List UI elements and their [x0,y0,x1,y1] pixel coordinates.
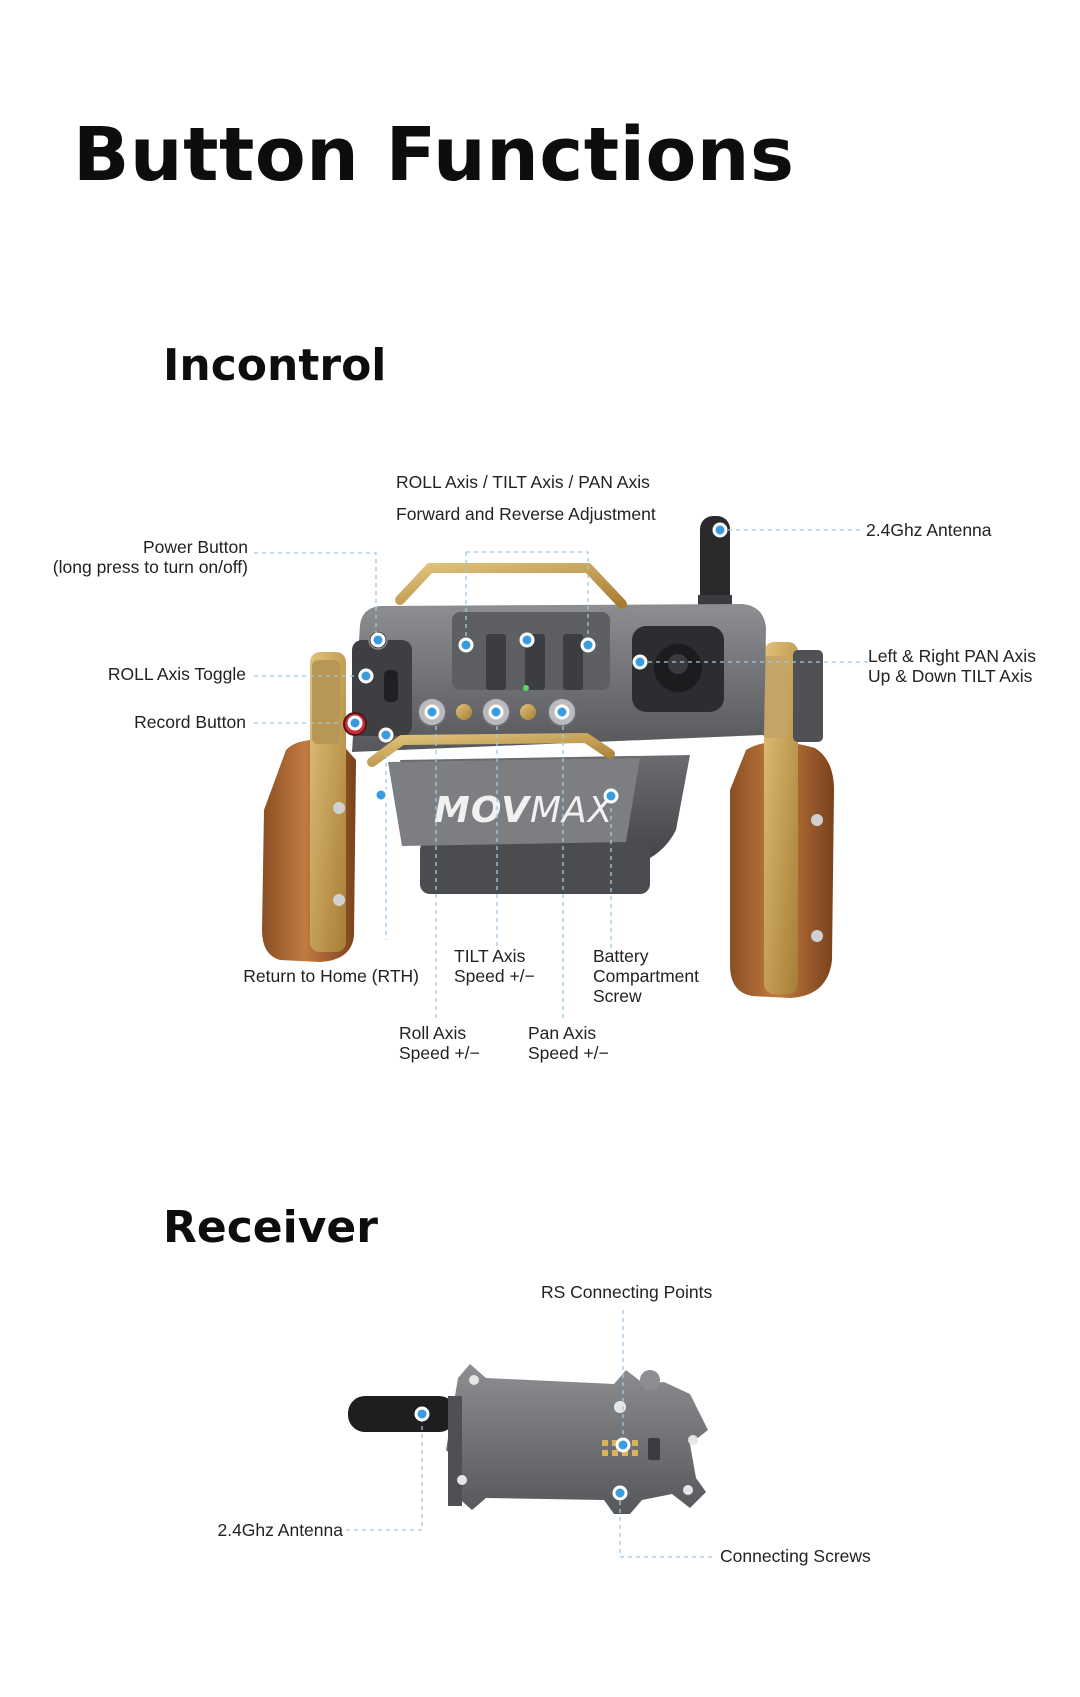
marker-pan-adjust [580,637,596,653]
label-battery-line3: Screw [593,986,642,1006]
marker-rth-screw [373,787,389,803]
label-axes-line1: ROLL Axis / TILT Axis / PAN Axis [396,472,650,492]
label-tilt-speed: TILT Axis Speed +/− [454,946,535,986]
top-brass-handle [395,563,627,609]
marker-roll-toggle [358,668,374,684]
label-axes-line2: Forward and Reverse Adjustment [396,504,656,524]
marker-tilt-speed [488,704,504,720]
label-pan-tilt-line2: Up & Down TILT Axis [868,666,1033,686]
left-switch-panel [352,640,412,736]
marker-rth [378,727,394,743]
label-pan-speed-line1: Pan Axis [528,1023,597,1043]
movmax-logo: MOVMAX [434,790,614,831]
label-power-line2: (long press to turn on/off) [52,557,248,577]
label-rth: Return to Home (RTH) [243,966,419,986]
leader-axes [465,551,589,640]
incontrol-heading: Incontrol [163,340,387,391]
label-power-line1: Power Button [142,537,248,557]
right-side-plate [793,650,823,742]
marker-antenna [712,522,728,538]
plate-hole [683,1485,693,1495]
marker-screws [612,1485,628,1501]
label-axes: ROLL Axis / TILT Axis / PAN Axis Forward… [396,472,656,524]
battery-compartment [420,840,650,894]
label-battery: Battery Compartment Screw [593,946,699,1006]
leader-power [254,552,377,640]
marker-tilt-adjust [519,632,535,648]
receiver-antenna [348,1396,456,1432]
incontrol-device: MOVMAX [262,516,834,998]
marker-record [347,715,363,731]
receiver-markers [414,1406,631,1501]
plate-hole [469,1375,479,1385]
marker-power [370,632,386,648]
grip-screw [811,930,823,942]
right-grip-wheel [762,656,788,738]
label-roll-speed: Roll Axis Speed +/− [399,1023,480,1063]
receiver-leader-lines [346,1310,712,1558]
label-tilt-speed-line1: TILT Axis [454,946,526,966]
front-plate [388,758,640,846]
label-roll-speed-line2: Speed +/− [399,1043,480,1063]
label-receiver-antenna: 2.4Ghz Antenna [217,1520,343,1540]
label-roll-toggle: ROLL Axis Toggle [107,664,246,684]
label-battery-line1: Battery [593,946,649,966]
slider-3 [563,634,583,690]
incontrol-leader-lines [254,529,870,1022]
label-roll-speed-line1: Roll Axis [399,1023,467,1043]
receiver-device [348,1364,708,1514]
label-pan-tilt: Left & Right PAN Axis Up & Down TILT Axi… [868,646,1036,686]
receiver-plate [446,1364,708,1514]
label-rs-points: RS Connecting Points [541,1282,713,1302]
receiver-heading: Receiver [163,1202,378,1253]
marker-pan-speed [554,704,570,720]
antenna-body [700,516,730,610]
page-title: Button Functions [73,112,795,198]
label-antenna: 2.4Ghz Antenna [866,520,992,540]
label-pan-speed: Pan Axis Speed +/− [528,1023,609,1063]
label-record: Record Button [134,712,246,732]
marker-rs-points [615,1437,631,1453]
rs-port [648,1438,660,1460]
label-power: Power Button (long press to turn on/off) [53,537,248,577]
grip-screw [811,814,823,826]
knob-brass-1 [456,704,472,720]
label-pan-speed-line2: Speed +/− [528,1043,609,1063]
leader-screws [619,1493,712,1558]
slider-2 [525,634,545,690]
bottom-brass-handle [367,733,615,767]
label-battery-line2: Compartment [593,966,700,986]
grip-screw [333,894,345,906]
roll-toggle-switch [384,670,398,702]
plate-hole [688,1435,698,1445]
label-screws: Connecting Screws [720,1546,871,1566]
marker-roll-adjust [458,637,474,653]
left-grip-wheel [312,660,340,744]
slider-1 [486,634,506,690]
grip-screw [333,802,345,814]
label-pan-tilt-line1: Left & Right PAN Axis [868,646,1036,666]
marker-battery-screw [603,788,619,804]
marker-receiver-antenna [414,1406,430,1422]
joystick-top [668,654,688,674]
marker-joystick [632,654,648,670]
marker-roll-speed [424,704,440,720]
leader-receiver-antenna [346,1414,423,1531]
plate-hole [614,1401,626,1413]
receiver-side [448,1396,462,1506]
rs-knob [640,1370,660,1390]
plate-hole [457,1475,467,1485]
status-led [523,685,529,691]
label-tilt-speed-line2: Speed +/− [454,966,535,986]
incontrol-markers [347,522,728,804]
knob-brass-2 [520,704,536,720]
